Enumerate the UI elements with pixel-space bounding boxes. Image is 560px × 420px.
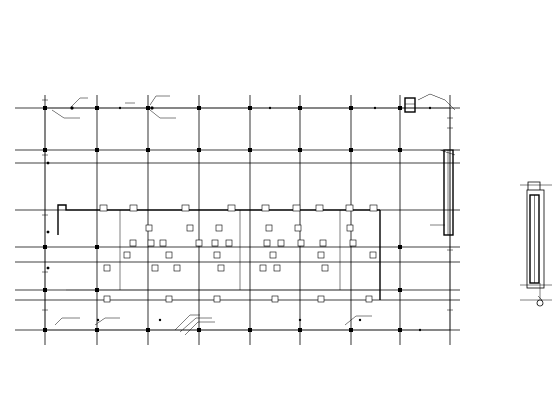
- interior-walls: [57, 204, 381, 300]
- grid-lines-horizontal: [15, 107, 460, 331]
- equipment-row-2: [129, 224, 357, 247]
- equipment-row-4: [103, 295, 373, 303]
- tag-markers: [46, 106, 432, 332]
- floor-plan: [15, 93, 460, 345]
- columns: [43, 106, 402, 332]
- equipment-row-1: [99, 204, 378, 212]
- corner-detail-top-right: [404, 97, 416, 113]
- grid-lines-vertical: [44, 95, 451, 345]
- section-detail: [520, 181, 552, 307]
- equipment-row-3: [103, 251, 377, 272]
- callout-leaders: [51, 93, 456, 336]
- grid-ticks: [42, 99, 453, 311]
- right-shaft: [443, 149, 454, 236]
